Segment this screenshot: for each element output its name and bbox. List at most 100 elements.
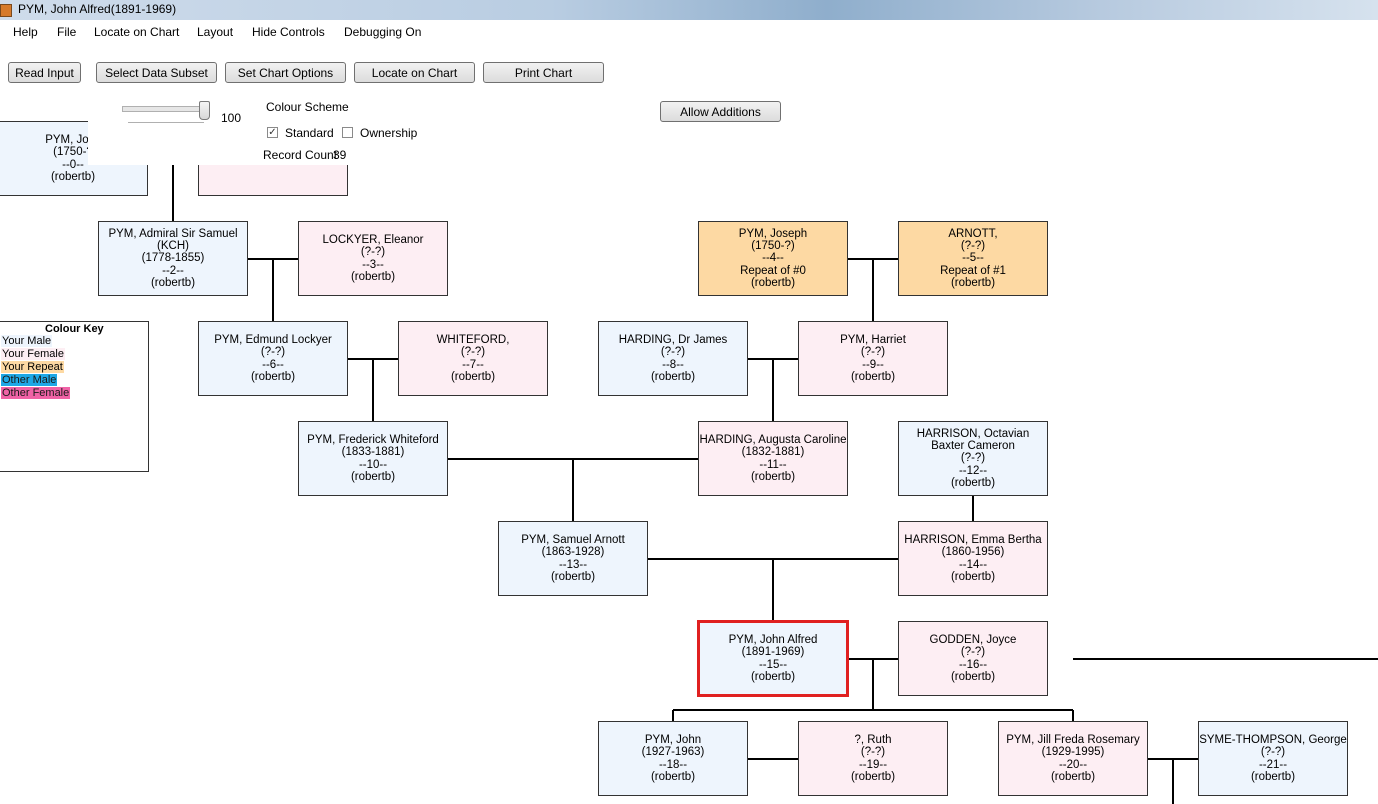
person-node-line: Repeat of #1 bbox=[940, 264, 1006, 277]
person-node-line: (?-?) bbox=[1260, 746, 1286, 759]
person-node-line: Repeat of #0 bbox=[740, 264, 806, 277]
app-icon bbox=[0, 4, 12, 17]
person-node-16[interactable]: GODDEN, Joyce(?-?)--16--(robertb) bbox=[898, 621, 1048, 696]
person-node-line: (1929-1995) bbox=[1041, 746, 1105, 759]
person-node-6[interactable]: PYM, Edmund Lockyer(?-?)--6--(robertb) bbox=[198, 321, 348, 396]
person-node-line: LOCKYER, Eleanor bbox=[322, 233, 424, 246]
menu-help[interactable]: Help bbox=[13, 25, 38, 39]
person-node-line: --0-- bbox=[62, 158, 84, 171]
person-node-7[interactable]: WHITEFORD,(?-?)--7--(robertb) bbox=[398, 321, 548, 396]
print-chart-button[interactable]: Print Chart bbox=[483, 62, 604, 83]
person-node-line: GODDEN, Joyce bbox=[929, 633, 1017, 646]
colour-key: Colour Key Your Male Your Female Your Re… bbox=[0, 321, 149, 472]
person-node-8[interactable]: HARDING, Dr James(?-?)--8--(robertb) bbox=[598, 321, 748, 396]
person-node-line: (?-?) bbox=[960, 240, 986, 253]
person-node-line: PYM, Frederick Whiteford bbox=[307, 433, 439, 446]
menu-hide-controls[interactable]: Hide Controls bbox=[252, 25, 325, 39]
person-node-line: --20-- bbox=[1058, 758, 1088, 771]
person-node-4[interactable]: PYM, Joseph(1750-?)--4--Repeat of #0(rob… bbox=[698, 221, 848, 296]
person-node-13[interactable]: PYM, Samuel Arnott(1863-1928)--13--(robe… bbox=[498, 521, 648, 596]
person-node-line: (1750-? bbox=[53, 146, 93, 159]
ownership-label: Ownership bbox=[360, 126, 418, 140]
person-node-2[interactable]: PYM, Admiral Sir Samuel(KCH)(1778-1855)-… bbox=[98, 221, 248, 296]
person-node-line: HARRISON, Octavian bbox=[916, 427, 1030, 440]
person-node-19[interactable]: ?, Ruth(?-?)--19--(robertb) bbox=[798, 721, 948, 796]
read-input-button[interactable]: Read Input bbox=[8, 62, 81, 83]
person-node-line: --6-- bbox=[262, 358, 284, 371]
person-node-21[interactable]: SYME-THOMPSON, George(?-?)--21--(robertb… bbox=[1198, 721, 1348, 796]
menu-locate-on-chart[interactable]: Locate on Chart bbox=[94, 25, 180, 39]
person-node-line: (?-?) bbox=[960, 452, 986, 465]
person-node-line: (robertb) bbox=[850, 370, 896, 383]
person-node-line: --9-- bbox=[862, 358, 884, 371]
person-node-11[interactable]: HARDING, Augusta Caroline(1832-1881)--11… bbox=[698, 421, 848, 496]
record-count-label: Record Count bbox=[263, 148, 338, 162]
person-node-line: (robertb) bbox=[650, 770, 696, 783]
person-node-line: --21-- bbox=[1258, 758, 1288, 771]
zoom-slider-thumb[interactable] bbox=[199, 101, 210, 120]
person-node-line: WHITEFORD, bbox=[436, 333, 510, 346]
locate-on-chart-button[interactable]: Locate on Chart bbox=[354, 62, 475, 83]
standard-label: Standard bbox=[285, 126, 334, 140]
person-node-10[interactable]: PYM, Frederick Whiteford(1833-1881)--10-… bbox=[298, 421, 448, 496]
person-node-18[interactable]: PYM, John(1927-1963)--18--(robertb) bbox=[598, 721, 748, 796]
person-node-line: (robertb) bbox=[150, 276, 196, 289]
person-node-line: (1833-1881) bbox=[341, 446, 405, 459]
title-bar: PYM, John Alfred(1891-1969) bbox=[0, 0, 1378, 20]
colour-key-title: Colour Key bbox=[45, 323, 104, 335]
person-node-line: (robertb) bbox=[950, 570, 996, 583]
person-node-9[interactable]: PYM, Harriet(?-?)--9--(robertb) bbox=[798, 321, 948, 396]
person-node-line: (?-?) bbox=[360, 246, 386, 259]
person-node-line: (?-?) bbox=[960, 646, 986, 659]
person-node-line: --12-- bbox=[958, 464, 988, 477]
person-node-line: (robertb) bbox=[950, 276, 996, 289]
person-node-line: (1750-?) bbox=[751, 240, 795, 253]
zoom-slider-track[interactable] bbox=[122, 106, 210, 112]
menu-file[interactable]: File bbox=[57, 25, 77, 39]
person-node-line: --2-- bbox=[162, 264, 184, 277]
person-node-line: --15-- bbox=[758, 658, 788, 671]
person-node-line: --16-- bbox=[958, 658, 988, 671]
zoom-slider-ticks bbox=[128, 122, 204, 123]
menu-layout[interactable]: Layout bbox=[197, 25, 234, 39]
person-node-line: (robertb) bbox=[950, 476, 996, 489]
person-node-line: (?-?) bbox=[860, 746, 886, 759]
person-node-line: (robertb) bbox=[750, 276, 796, 289]
colour-key-item: Other Male bbox=[1, 374, 58, 386]
person-node-15-selected[interactable]: PYM, John Alfred(1891-1969)--15--(robert… bbox=[697, 620, 849, 697]
person-node-line: ARNOTT, bbox=[948, 227, 998, 240]
person-node-line: (1891-1969) bbox=[741, 646, 805, 659]
person-node-20[interactable]: PYM, Jill Freda Rosemary(1929-1995)--20-… bbox=[998, 721, 1148, 796]
person-node-line: HARRISON, Emma Bertha bbox=[904, 533, 1042, 546]
person-node-14[interactable]: HARRISON, Emma Bertha(1860-1956)--14--(r… bbox=[898, 521, 1048, 596]
menu-debugging-on[interactable]: Debugging On bbox=[344, 25, 422, 39]
person-node-line: (robertb) bbox=[350, 270, 396, 283]
person-node-line: (KCH) bbox=[157, 240, 189, 253]
person-node-3[interactable]: LOCKYER, Eleanor(?-?)--3--(robertb) bbox=[298, 221, 448, 296]
person-node-line: PYM, John bbox=[644, 733, 702, 746]
select-data-subset-button[interactable]: Select Data Subset bbox=[96, 62, 217, 83]
person-node-line: (robertb) bbox=[1050, 770, 1096, 783]
allow-additions-button[interactable]: Allow Additions bbox=[660, 101, 781, 122]
person-node-line: --4-- bbox=[762, 252, 784, 265]
person-node-line: PYM, Edmund Lockyer bbox=[214, 333, 332, 346]
menu-bar: Help File Locate on Chart Layout Hide Co… bbox=[0, 20, 1378, 44]
person-node-line: --11-- bbox=[759, 458, 787, 471]
set-chart-options-button[interactable]: Set Chart Options bbox=[225, 62, 346, 83]
person-node-line: Baxter Cameron bbox=[931, 440, 1015, 453]
person-node-line: (1832-1881) bbox=[741, 446, 805, 459]
person-node-line: HARDING, Augusta Caroline bbox=[699, 433, 847, 446]
person-node-line: --10-- bbox=[358, 458, 388, 471]
ownership-checkbox[interactable] bbox=[342, 127, 353, 138]
person-node-5[interactable]: ARNOTT,(?-?)--5--Repeat of #1(robertb) bbox=[898, 221, 1048, 296]
person-node-line: SYME-THOMPSON, George bbox=[1199, 733, 1347, 746]
zoom-value: 100 bbox=[221, 111, 242, 125]
person-node-line: (1778-1855) bbox=[141, 252, 205, 265]
person-node-line: (?-?) bbox=[660, 346, 686, 359]
person-node-line: PYM, Harriet bbox=[840, 333, 906, 346]
person-node-line: PYM, Samuel Arnott bbox=[521, 533, 625, 546]
standard-checkbox[interactable]: ✓ bbox=[267, 127, 278, 138]
person-node-line: (?-?) bbox=[460, 346, 486, 359]
